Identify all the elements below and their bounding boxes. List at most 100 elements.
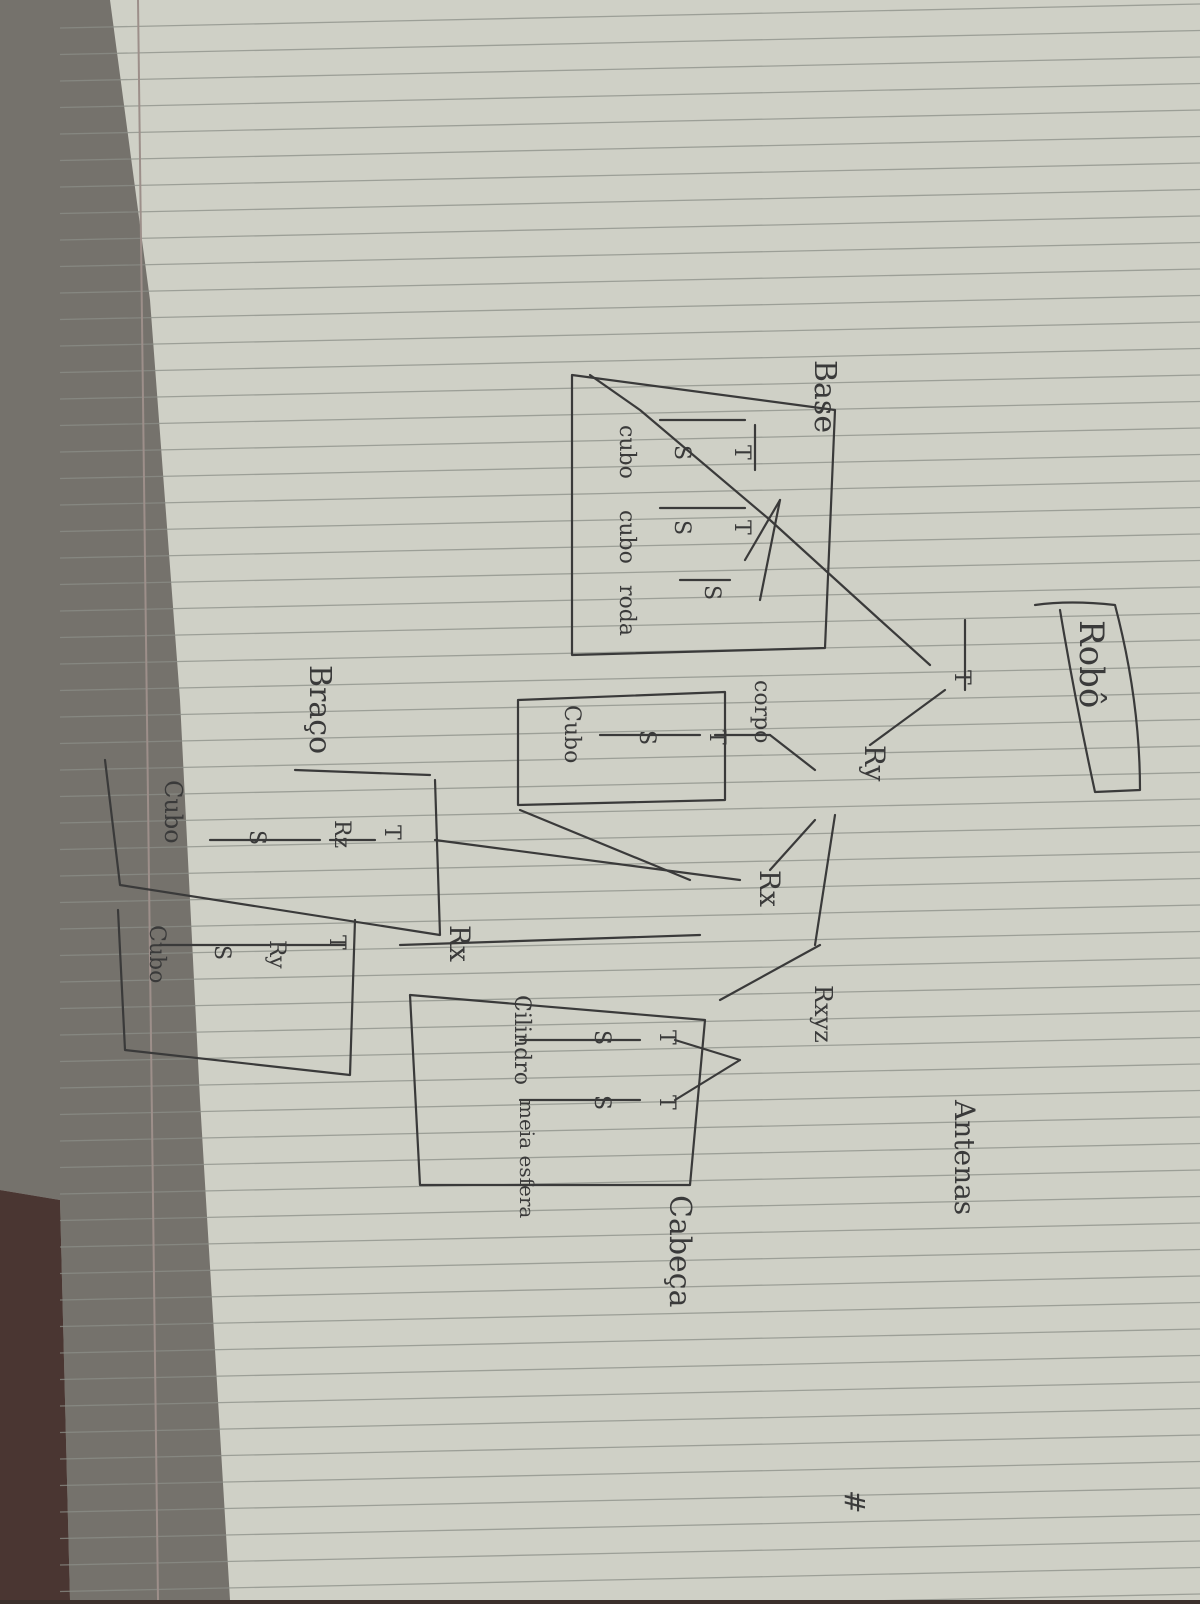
ruled-line (59, 241, 1200, 268)
label-root: Robô (1071, 620, 1111, 708)
ry-edge-rxyz (813, 813, 837, 947)
braco-diag (518, 808, 692, 882)
cabeca-fork (673, 1038, 742, 1102)
ruled-line (59, 1195, 1200, 1222)
ruled-line (59, 877, 1200, 904)
braco-group-box (103, 758, 442, 937)
label-braco-t: T (379, 825, 404, 840)
label-cabeca: Cabeça (662, 1195, 697, 1308)
ruled-line (59, 1169, 1200, 1195)
ruled-line (59, 665, 1200, 692)
label-braco: Braço (302, 665, 337, 754)
ry-edge-corpo (768, 733, 817, 772)
label-root-t: T (949, 670, 974, 685)
label-corpo-leaf: Cubo (559, 705, 584, 763)
label-rxyz: Rxyz (809, 985, 837, 1043)
ruled-lines (59, 3, 1200, 1604)
ry-edge-rx (768, 818, 817, 872)
ruled-line (59, 506, 1200, 533)
ruled-line (59, 268, 1200, 294)
label-rz: Rz (329, 820, 354, 848)
ruled-line (59, 1434, 1200, 1460)
label-ry: Ry (858, 745, 891, 782)
label-cabeca-t1: T (654, 1030, 679, 1045)
label-base-s3: S (699, 585, 724, 600)
label-cabeca-s2: S (589, 1095, 614, 1110)
label-base-t1: T (729, 445, 754, 460)
ruled-line (59, 745, 1200, 771)
ruled-line (59, 824, 1200, 851)
ruled-line (59, 1540, 1200, 1566)
label-base-leaf-3: roda (614, 585, 639, 636)
ruled-line (59, 533, 1200, 559)
base-branch-2 (743, 498, 782, 562)
ruled-line (59, 135, 1200, 162)
ruled-line (59, 1354, 1200, 1381)
ruled-line (59, 109, 1200, 135)
ruled-line (59, 1301, 1200, 1328)
label-lower-t: T (324, 935, 349, 950)
label-corpo: corpo (749, 680, 774, 743)
ruled-line (59, 321, 1200, 347)
label-base-leaf-2: cubo (614, 510, 639, 564)
ruled-line (59, 480, 1200, 506)
ruled-line (59, 1381, 1200, 1407)
ruled-line (59, 904, 1200, 930)
braco-rx-edge (433, 838, 742, 882)
label-ry-low: Ry (264, 940, 289, 969)
label-braco-leaf: Cubo (159, 780, 187, 844)
label-rx-arm: Rx (753, 870, 786, 907)
label-base-leaf-1: cubo (614, 425, 639, 479)
ruled-line (59, 718, 1200, 745)
ruled-line (59, 983, 1200, 1010)
ruled-line (59, 453, 1200, 480)
ruled-line (59, 294, 1200, 321)
ruled-line (59, 1460, 1200, 1487)
ruled-line (59, 215, 1200, 241)
label-antenas: Antenas (948, 1099, 981, 1215)
ry-edge-up (868, 688, 947, 747)
ruled-line (59, 29, 1200, 56)
ruled-line (59, 1142, 1200, 1169)
ruled-line (59, 56, 1200, 82)
ruled-line (59, 374, 1200, 400)
paper-shadow (0, 0, 230, 1600)
label-base-s2: S (669, 520, 694, 535)
ruled-line (59, 586, 1200, 612)
ruled-line (59, 1116, 1200, 1142)
ruled-line (59, 1513, 1200, 1540)
base-group-box (570, 373, 837, 657)
ruled-line (59, 798, 1200, 824)
ruled-line (694, 1593, 1200, 1604)
base-edge (588, 373, 932, 667)
ruled-line (59, 400, 1200, 427)
ruled-line (59, 692, 1200, 718)
ruled-line (59, 639, 1200, 665)
root-label-box (1033, 601, 1142, 794)
label-cabeca-t2: T (654, 1095, 679, 1110)
ruled-line (59, 559, 1200, 586)
margin-line (137, 0, 159, 1601)
ruled-line (59, 1036, 1200, 1063)
ruled-line (59, 851, 1200, 877)
label-corpo-t: T (704, 730, 729, 745)
corner-mark: # (838, 1490, 871, 1513)
ruled-line (59, 1328, 1200, 1354)
label-base: Base (807, 360, 842, 433)
label-base-s1: S (669, 445, 694, 460)
label-corpo-s: S (634, 730, 659, 745)
lower-arm-group-box (116, 908, 357, 1077)
ruled-line (59, 3, 1200, 29)
ruled-line (59, 1248, 1200, 1275)
lower-arm-edge (398, 933, 702, 947)
ruled-line (59, 162, 1200, 188)
ruled-line (59, 82, 1200, 109)
label-cabeca-leaf-2: meia esfera (515, 1100, 539, 1218)
ruled-line (59, 1487, 1200, 1513)
label-lower-s: S (209, 945, 234, 960)
label-cabeca-leaf-1: Cilindro (509, 995, 534, 1085)
cabeca-edge (718, 943, 822, 1002)
label-base-t2: T (729, 520, 754, 535)
cabeca-group-box (408, 993, 707, 1187)
